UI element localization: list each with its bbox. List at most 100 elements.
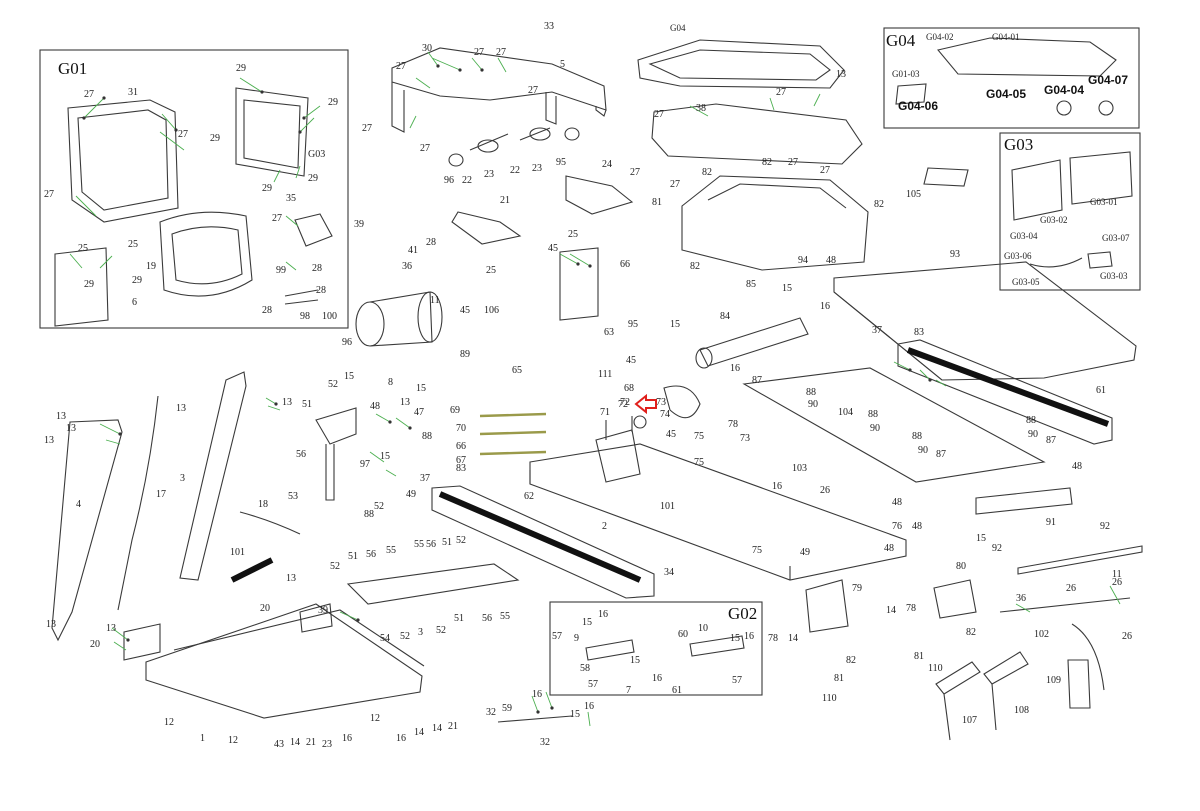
part-label: 51 bbox=[442, 537, 452, 548]
part-label: 15 bbox=[380, 451, 390, 462]
part-label: 52 bbox=[436, 625, 446, 636]
part-label: 29 bbox=[132, 275, 142, 286]
part-label: 53 bbox=[288, 491, 298, 502]
front-roller bbox=[699, 317, 809, 367]
part-label: 16 bbox=[598, 609, 608, 620]
part-label: 88 bbox=[364, 509, 374, 520]
group-label-g04-top: G04 bbox=[670, 23, 686, 33]
part-label: 68 bbox=[624, 383, 634, 394]
group-title-g03: G03 bbox=[1004, 135, 1034, 154]
part-label: 82 bbox=[702, 167, 712, 178]
part-label: 29 bbox=[328, 97, 338, 108]
part-label: 52 bbox=[456, 535, 466, 546]
part-label: 52 bbox=[330, 561, 340, 572]
part-label: 12 bbox=[228, 735, 238, 746]
part-label: 26 bbox=[1112, 577, 1122, 588]
side-cover-24 bbox=[565, 175, 634, 215]
part-label: G04-04 bbox=[1044, 83, 1085, 97]
part-label: 27 bbox=[630, 167, 640, 178]
part-label: 52 bbox=[400, 631, 410, 642]
part-label: 101 bbox=[660, 501, 675, 512]
part-label: 29 bbox=[308, 173, 318, 184]
part-label: 108 bbox=[1014, 705, 1029, 716]
deck-plate bbox=[742, 367, 1046, 483]
part-label: 82 bbox=[966, 627, 976, 638]
group-title-g04: G04 bbox=[886, 31, 916, 50]
part-label: 73 bbox=[656, 397, 666, 408]
part-label: 25 bbox=[78, 243, 88, 254]
part-label: 32 bbox=[540, 737, 550, 748]
part-label: 61 bbox=[672, 685, 682, 696]
part-label: 61 bbox=[1096, 385, 1106, 396]
part-label: 48 bbox=[1072, 461, 1082, 472]
part-label: 48 bbox=[912, 521, 922, 532]
part-label: G03-01 bbox=[1090, 197, 1118, 207]
part-label: 48 bbox=[892, 497, 902, 508]
part-label: 12 bbox=[164, 717, 174, 728]
part-label: 2 bbox=[602, 521, 607, 532]
part-label: 48 bbox=[884, 543, 894, 554]
part-label: 4 bbox=[76, 499, 81, 510]
part-label: 16 bbox=[730, 363, 740, 374]
part-label: 13 bbox=[56, 411, 66, 422]
part-label: 27 bbox=[420, 143, 430, 154]
part-label: 23 bbox=[532, 163, 542, 174]
part-label: 57 bbox=[552, 631, 562, 642]
part-label: 38 bbox=[696, 103, 706, 114]
part-label: 28 bbox=[316, 285, 326, 296]
part-label: 25 bbox=[486, 265, 496, 276]
part-label: 26 bbox=[1122, 631, 1132, 642]
part-label: 82 bbox=[846, 655, 856, 666]
part-label: 28 bbox=[312, 263, 322, 274]
console-back-panel bbox=[67, 99, 179, 223]
base-bracket-3 bbox=[346, 563, 520, 605]
part-label: 88 bbox=[1026, 415, 1036, 426]
part-label: 7 bbox=[626, 685, 631, 696]
part-label: 37 bbox=[872, 325, 882, 336]
part-label: 56 bbox=[366, 549, 376, 560]
part-label: 29 bbox=[262, 183, 272, 194]
part-label: 16 bbox=[772, 481, 782, 492]
part-label: 27 bbox=[496, 47, 506, 58]
part-label: 36 bbox=[402, 261, 412, 272]
motor-hood bbox=[681, 175, 869, 271]
upright-13 bbox=[179, 371, 247, 581]
part-label: 87 bbox=[752, 375, 762, 386]
part-label: 90 bbox=[870, 423, 880, 434]
part-label: 9 bbox=[574, 633, 579, 644]
part-label: G04-06 bbox=[898, 99, 939, 113]
belt-left bbox=[438, 491, 642, 583]
part-label: 5 bbox=[560, 59, 565, 70]
part-label: 87 bbox=[1046, 435, 1056, 446]
part-label: 90 bbox=[1028, 429, 1038, 440]
part-label: 71 bbox=[600, 407, 610, 418]
part-label: 105 bbox=[906, 189, 921, 200]
part-label: 51 bbox=[302, 399, 312, 410]
part-label: 16 bbox=[396, 733, 406, 744]
part-label: 78 bbox=[768, 633, 778, 644]
part-label: 98 bbox=[300, 311, 310, 322]
part-label: 20 bbox=[90, 639, 100, 650]
part-label: 52 bbox=[374, 501, 384, 512]
controller-board bbox=[559, 247, 599, 321]
part-label: 18 bbox=[258, 499, 268, 510]
part-label: G04-05 bbox=[986, 87, 1027, 101]
part-label: 25 bbox=[128, 239, 138, 250]
part-label: 75 bbox=[752, 545, 762, 556]
part-label: 22 bbox=[462, 175, 472, 186]
part-label: 12 bbox=[370, 713, 380, 724]
part-109 bbox=[1067, 659, 1091, 709]
part-label: 97 bbox=[360, 459, 370, 470]
part-label: 27 bbox=[362, 123, 372, 134]
part-label: G01-03 bbox=[892, 69, 920, 79]
part-label: 69 bbox=[450, 405, 460, 416]
cover-79 bbox=[805, 579, 849, 633]
part-label: 16 bbox=[532, 689, 542, 700]
part-label: 29 bbox=[236, 63, 246, 74]
callout-arrow bbox=[634, 393, 657, 415]
part-label: 15 bbox=[976, 533, 986, 544]
part-label: 87 bbox=[936, 449, 946, 460]
part-label: 11 bbox=[1112, 569, 1122, 580]
part-label: 51 bbox=[454, 613, 464, 624]
